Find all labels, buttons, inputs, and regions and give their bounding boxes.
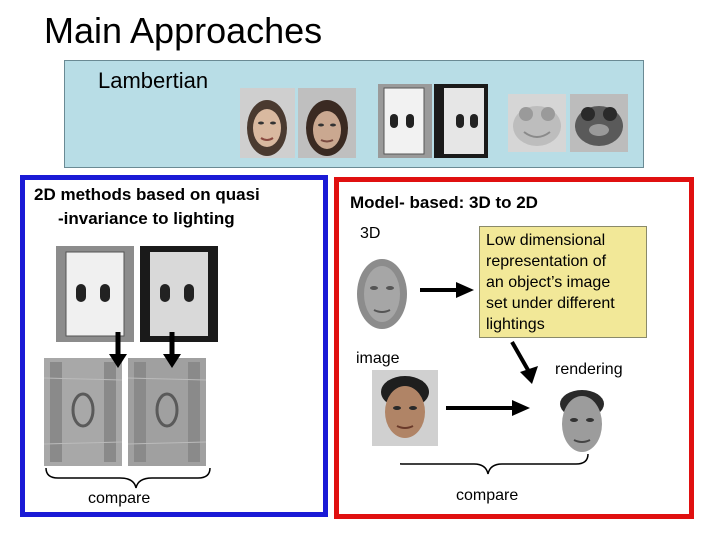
note-line-1: Low dimensional — [486, 232, 606, 249]
right-compare-label: compare — [456, 487, 519, 504]
left-panel-connectors — [45, 332, 211, 489]
box-photo-1 — [378, 84, 432, 158]
face-photo-1 — [240, 88, 295, 158]
face-photo-2 — [298, 88, 356, 158]
gradient-image-2 — [128, 358, 206, 466]
rendered-face-image — [550, 382, 614, 458]
lambertian-label: Lambertian — [98, 68, 209, 93]
label-image: image — [356, 350, 400, 367]
left-heading-line1: 2D methods based on quasi — [34, 185, 260, 204]
label-3d: 3D — [360, 225, 381, 242]
box-photo-left-2 — [140, 246, 218, 342]
input-face-image — [372, 370, 438, 446]
representation-note: Low dimensional representation of an obj… — [479, 226, 647, 338]
note-line-3: an object’s image — [486, 274, 611, 291]
frog-photo-2 — [570, 94, 628, 152]
note-line-4: set under different — [486, 295, 615, 312]
model-based-panel — [334, 177, 694, 519]
right-heading: Model- based: 3D to 2D — [350, 193, 538, 212]
left-compare-label: compare — [88, 490, 151, 507]
left-heading-line2: -invariance to lighting — [58, 209, 235, 228]
box-photo-2 — [434, 84, 488, 158]
gradient-image-1 — [44, 358, 122, 466]
label-rendering: rendering — [555, 361, 623, 378]
right-panel-connectors — [400, 282, 589, 475]
frog-photo-1 — [508, 94, 566, 152]
note-line-2: representation of — [486, 253, 607, 270]
box-photo-left-1 — [56, 246, 134, 342]
slide-title: Main Approaches — [44, 10, 323, 51]
3d-face-model — [352, 254, 412, 334]
note-line-5: lightings — [486, 316, 545, 333]
quasi-invariance-panel — [20, 175, 328, 517]
